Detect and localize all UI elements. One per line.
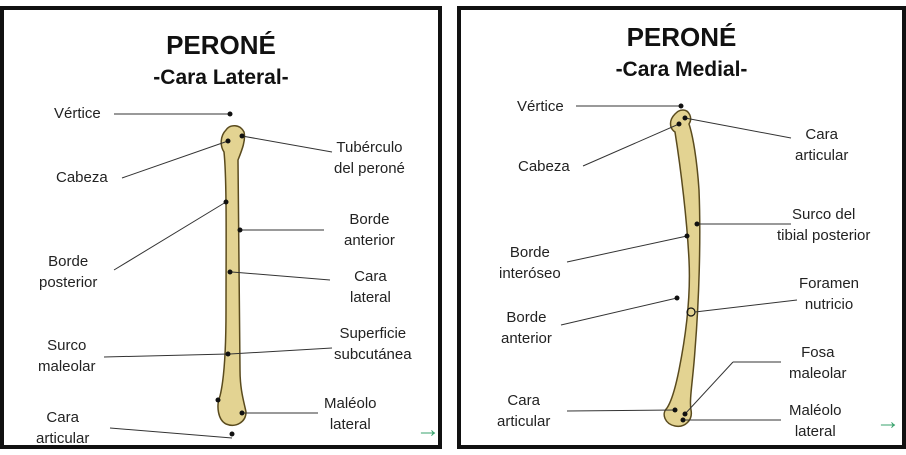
label-vertice: Vértice — [54, 103, 101, 124]
label-cabeza: Cabeza — [56, 167, 108, 188]
panel-title: PERONÉ — [461, 22, 902, 53]
panel-medial: PERONÉ -Cara Medial- Vértice Cabeza Bord… — [457, 6, 906, 449]
next-arrow-icon[interactable]: → — [416, 418, 440, 442]
panel-subtitle: -Cara Lateral- — [4, 66, 438, 90]
panel-subtitle: -Cara Medial- — [461, 58, 902, 82]
next-arrow-icon[interactable]: → — [876, 410, 900, 434]
panel-lateral: PERONÉ -Cara Lateral- Vértice Cabeza Bor… — [0, 6, 442, 449]
label-cabeza: Cabeza — [518, 156, 570, 177]
leader-lines-left — [104, 114, 332, 438]
panel-title: PERONÉ — [4, 30, 438, 61]
fibula-bone-lateral — [218, 126, 246, 426]
fibula-bone-medial — [664, 110, 700, 426]
label-vertice: Vértice — [517, 96, 564, 117]
